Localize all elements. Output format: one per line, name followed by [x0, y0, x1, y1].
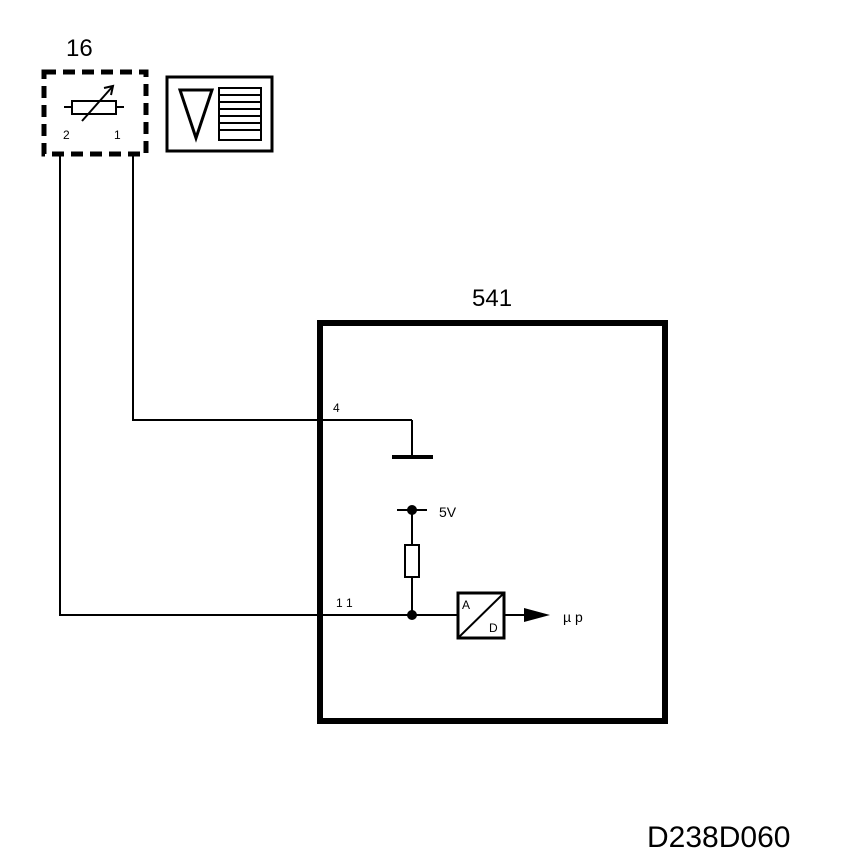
- sensor-pin-1-label: 1: [114, 128, 121, 142]
- resistor-icon: [404, 544, 420, 578]
- sensor-pin-2-label: 2: [63, 128, 70, 142]
- ground-icon: [392, 420, 433, 459]
- output-label: µ p: [563, 609, 583, 625]
- drawing-reference: D238D060: [647, 821, 790, 854]
- variable-resistor-icon: [64, 84, 124, 122]
- ecu-label: 541: [472, 285, 512, 312]
- signal-node: [407, 610, 417, 620]
- arrow-right-icon: [524, 608, 550, 622]
- wire-pin1-to-ground: [132, 154, 412, 421]
- converter-input-label: A: [462, 598, 470, 612]
- temperature-sensor-symbol-icon: [165, 75, 274, 153]
- wire-pin2-to-signal: [59, 154, 458, 616]
- converter-output-label: D: [489, 621, 498, 635]
- ecu-pin-4-label: 4: [333, 401, 340, 415]
- ecu-box: [317, 320, 668, 724]
- supply-label: 5V: [439, 504, 457, 520]
- sensor-label: 16: [66, 35, 93, 62]
- sensor-box: [41, 69, 149, 157]
- ecu-pin-11-label: 1 1: [336, 596, 353, 610]
